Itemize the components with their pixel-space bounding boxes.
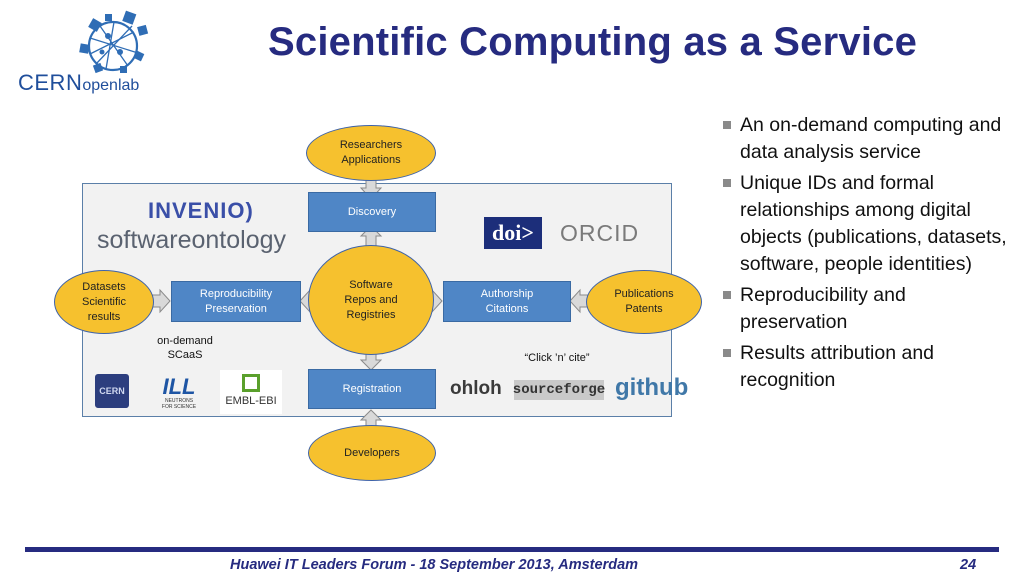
datasets-ellipse: Datasets Scientific results [54,270,154,334]
developers-ellipse: Developers [308,425,436,481]
click-cite-note: “Click ’n’ cite” [524,352,590,364]
bullet-list: An on-demand computing and data analysis… [722,112,1012,398]
registration-box: Registration [308,369,436,409]
software-repos-ellipse: Software Repos and Registries [308,245,434,355]
cern-badge-logo: CERN [95,374,129,408]
page-title: Scientific Computing as a Service [268,20,918,64]
cern-openlab-logo [79,10,149,74]
embl-logo: EMBL-EBI [220,370,282,414]
ill-logo-text: ILL [162,374,196,399]
orcid-logo: ORCID [560,220,640,246]
doi-logo: doi> [484,217,542,249]
page-number: 24 [960,557,977,573]
sourceforge-logo-text: sourceforge [512,382,606,398]
logo-cern-text: CERN [18,70,83,95]
bullet-item: An on-demand computing and data analysis… [722,112,1012,166]
logo-openlab-text: openlab [82,77,140,94]
bullet-text: Results attribution and recognition [740,342,935,391]
bullet-square-icon [723,349,731,357]
reproducibility-box: Reproducibility Preservation [171,281,301,322]
ohloh-logo: ohloh [450,378,502,399]
researchers-ellipse: Researchers Applications [306,125,436,181]
bullet-square-icon [723,291,731,299]
arrow-datasets-reproducibility [151,288,171,314]
footer-divider [25,547,999,552]
bullet-square-icon [723,121,731,129]
bullet-text: An on-demand computing and data analysis… [740,114,1002,163]
discovery-box: Discovery [308,192,436,232]
on-demand-note: on-demand SCaaS [157,335,213,361]
ill-logo: ILL NEUTRONS FOR SCIENCE [158,376,200,414]
embl-logo-text: EMBL-EBI [225,395,277,407]
cern-badge-text: CERN [99,386,125,396]
authorship-box: Authorship Citations [443,281,571,322]
doi-logo-text: doi> [492,220,534,245]
softwareontology-logo: softwareontology [97,226,287,254]
github-logo: github [615,374,689,401]
bullet-item: Unique IDs and formal relationships amon… [722,170,1012,278]
publications-ellipse: Publications Patents [586,270,702,334]
logo-text: CERNopenlab [18,70,139,96]
bullet-text: Reproducibility and preservation [740,284,906,333]
sourceforge-logo: sourceforge [512,380,606,400]
bullet-item: Results attribution and recognition [722,340,1012,394]
bullet-item: Reproducibility and preservation [722,282,1012,336]
embl-icon [242,374,260,392]
bullet-text: Unique IDs and formal relationships amon… [740,172,1007,275]
footer-text: Huawei IT Leaders Forum - 18 September 2… [230,557,639,573]
ill-caption: NEUTRONS FOR SCIENCE [161,398,197,410]
bullet-square-icon [723,179,731,187]
invenio-logo: INVENIO) [148,198,254,223]
